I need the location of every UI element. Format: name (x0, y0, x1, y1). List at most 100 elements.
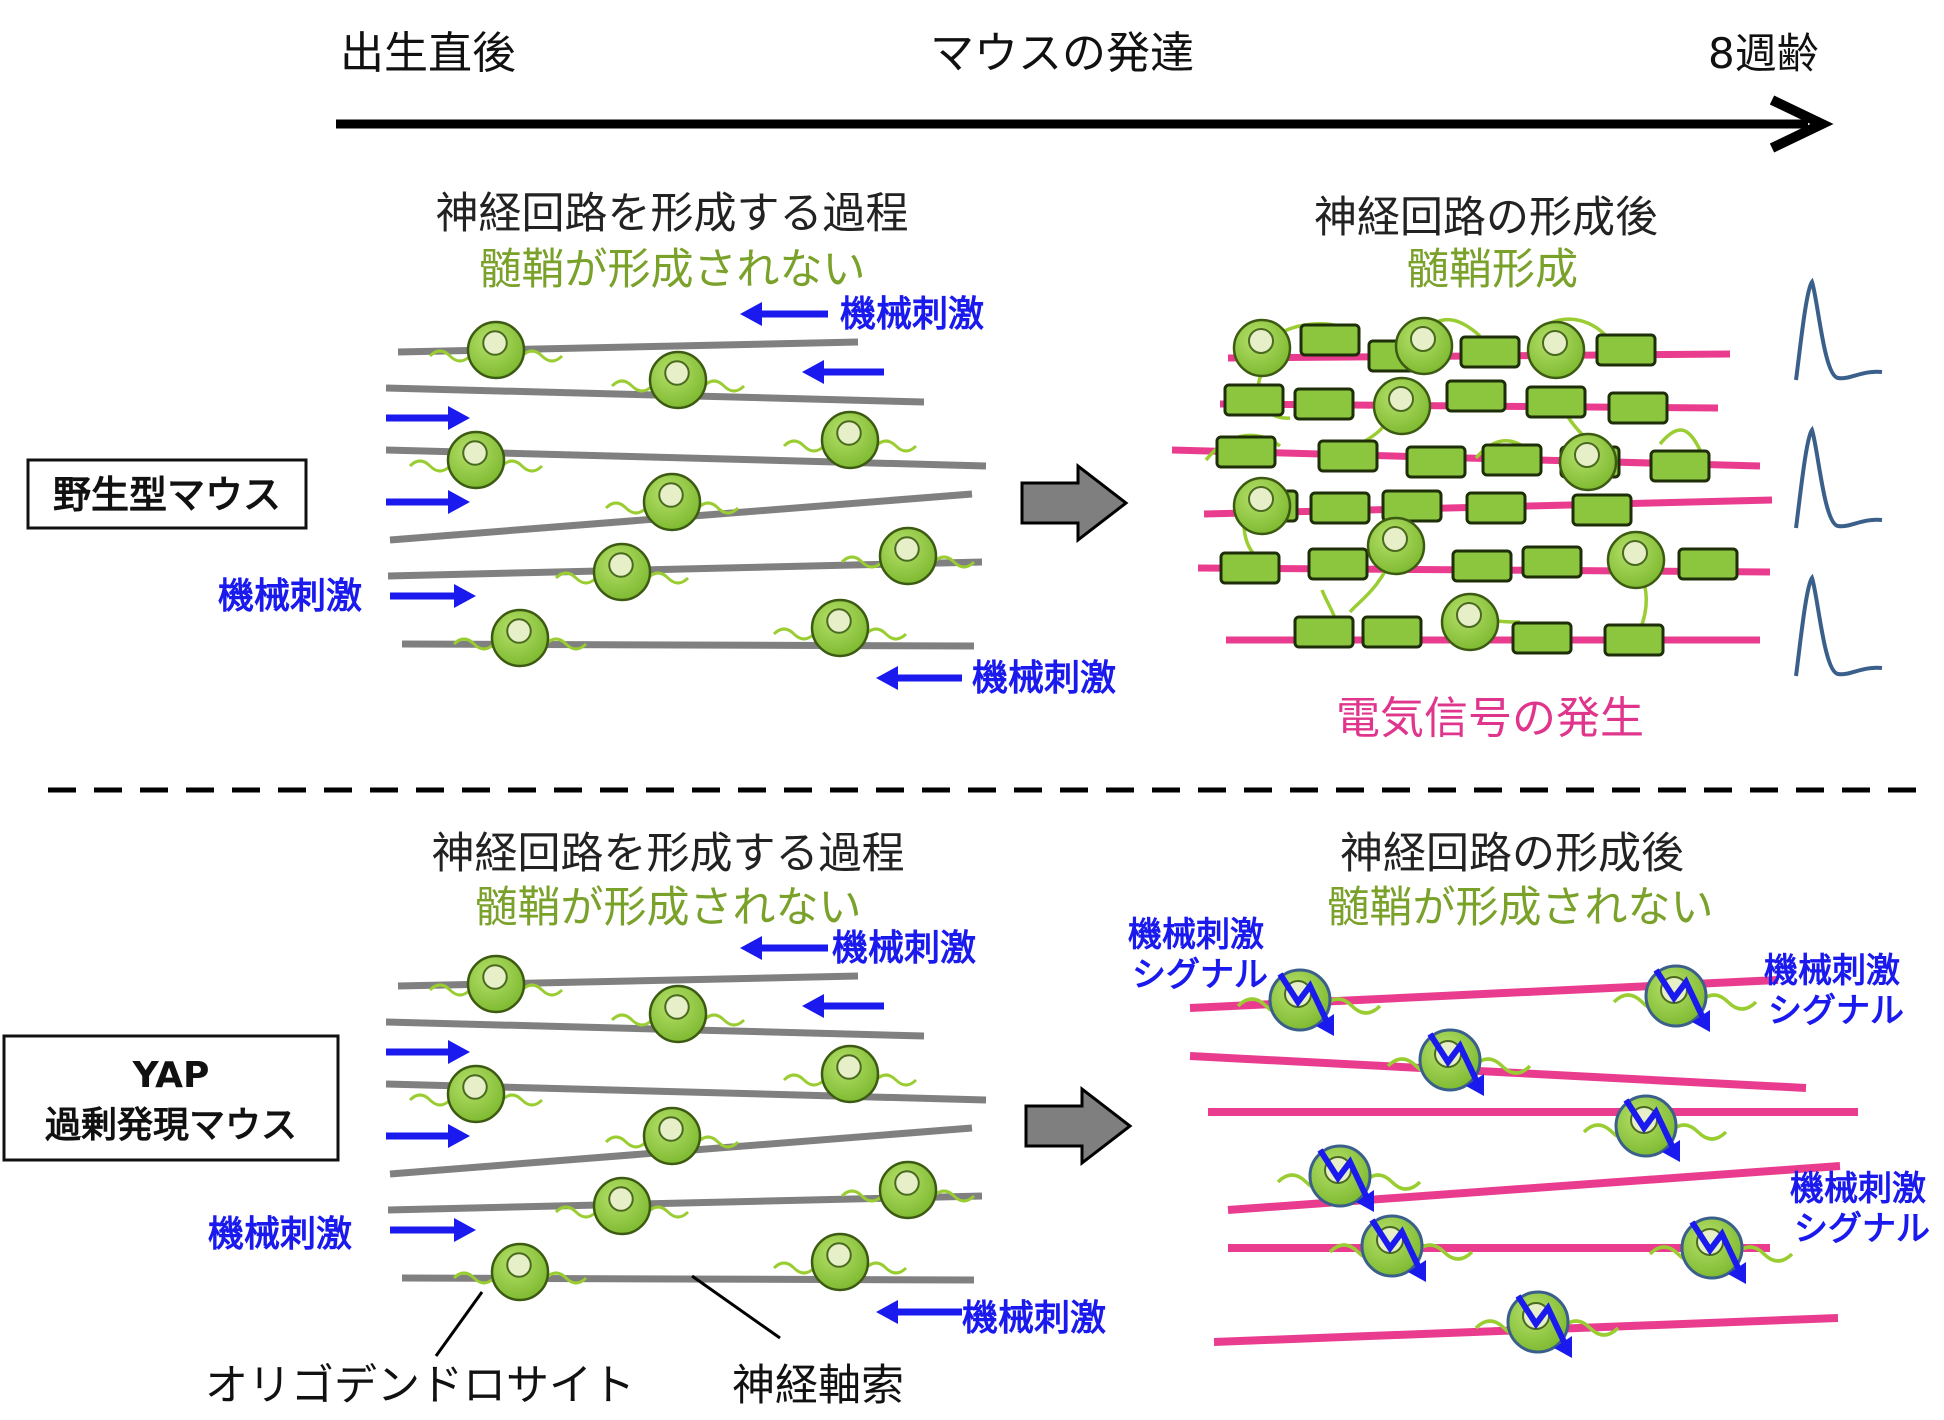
timeline-center-label: マウスの発達 (930, 28, 1194, 79)
stimulus-arrow-head (802, 994, 824, 1018)
myelin-sheath (1571, 493, 1633, 527)
oligodendrocyte-callout-line (434, 1291, 484, 1357)
nerve-axon (1189, 1052, 1807, 1092)
cell-process (1322, 997, 1382, 1015)
mechanical-signal-arrow-head (1408, 1260, 1426, 1282)
yap-transition-arrow (1024, 1085, 1133, 1167)
yap-signal-label-2b: シグナル (1768, 991, 1904, 1031)
wt-stim-label-top: 機械刺激 (840, 294, 984, 335)
cell-nucleus (506, 1252, 532, 1278)
cell-nucleus (506, 618, 532, 644)
cell-nucleus (664, 994, 690, 1020)
cell-nucleus (826, 608, 852, 634)
myelin-sheath (1511, 621, 1573, 655)
myelin-sheath (1293, 615, 1355, 649)
myelin-sheath (1649, 449, 1711, 483)
stimulus-arrow-head (740, 936, 762, 960)
oligodendrocyte-cell (554, 1176, 690, 1236)
cell-nucleus (608, 1186, 634, 1212)
oligodendrocyte-cell (840, 526, 976, 586)
stimulus-arrow-head (448, 1124, 470, 1148)
wt-transition-arrow (1020, 462, 1129, 544)
mechanical-signal-arrow-head (1316, 1014, 1334, 1036)
cell-process (1668, 1123, 1728, 1141)
cell-process (428, 349, 472, 363)
oligodendrocyte-cell (554, 542, 690, 602)
cell-process (646, 571, 690, 585)
yap-left-subtitle: 髄鞘が形成されない (475, 883, 862, 933)
myelin-sheath (1459, 335, 1521, 369)
myelin-sheath (1307, 547, 1369, 581)
cell-nucleus (482, 330, 508, 356)
cell-process (610, 1013, 654, 1027)
cell-process (932, 555, 976, 569)
cell-process (604, 1135, 648, 1149)
myelin-sheath (1677, 547, 1739, 581)
oligodendrocyte-cell (772, 1232, 908, 1292)
wt-left-title: 神経回路を形成する過程 (436, 189, 909, 239)
yap-signal-label-3a: 機械刺激 (1790, 1169, 1926, 1209)
cell-nucleus (1456, 602, 1482, 628)
oligodendrocyte-cell (782, 1044, 918, 1104)
yap-stim-label-left: 機械刺激 (208, 1214, 352, 1255)
myelin-sheath (1299, 323, 1361, 357)
oligodendrocyte-cell (428, 320, 564, 380)
cell-nucleus (836, 420, 862, 446)
myelin-sheath (1525, 385, 1587, 419)
oligodendrocyte-cell (1232, 318, 1292, 378)
cell-nucleus (1542, 330, 1568, 356)
yap-signal-label-2a: 機械刺激 (1764, 951, 1900, 991)
myelin-sheath (1317, 439, 1379, 473)
oligodendrocyte-cell (1232, 476, 1292, 536)
cell-nucleus (658, 1116, 684, 1142)
cell-process (772, 1261, 816, 1275)
cell-process (1560, 1319, 1620, 1337)
yap-stim-label-bottom: 機械刺激 (962, 1298, 1106, 1339)
cell-nucleus (1410, 326, 1436, 352)
oligodendrocyte-cell (1366, 516, 1426, 576)
cell-nucleus (462, 1074, 488, 1100)
cell-process (554, 571, 598, 585)
oligodendrocyte-cell (1394, 316, 1454, 376)
oligodendrocyte-cell (782, 410, 918, 470)
mechanical-signal-arrow (1653, 968, 1707, 1022)
cell-process (696, 1135, 740, 1149)
myelin-sheath (1607, 391, 1669, 425)
action-potential-trace (1794, 425, 1883, 529)
yap-stim-label-top: 機械刺激 (832, 928, 976, 969)
myelin-sheath (1219, 551, 1281, 585)
cell-nucleus (658, 482, 684, 508)
yap-box-label-line2: 過剰発現マウス (45, 1105, 297, 1146)
cell-nucleus (894, 536, 920, 562)
myelin-sheath (1223, 383, 1285, 417)
stimulus-arrow-head (448, 406, 470, 430)
cell-process (702, 379, 746, 393)
oligodendrocyte-cell (610, 350, 746, 410)
yap-signal-label-1b: シグナル (1132, 955, 1268, 995)
oligodendrocyte-cell (1606, 530, 1666, 590)
cell-process (520, 983, 564, 997)
stimulus-arrow-head (876, 666, 898, 690)
oligodendrocyte-cell (408, 430, 544, 490)
yap-section: YAP 過剰発現マウス 神経回路を形成する過程 髄鞘が形成されない 機械刺激 機… (2, 829, 1930, 1411)
cell-process (428, 983, 472, 997)
oligodendrocyte-cell (610, 984, 746, 1044)
oligodendrocyte-cell (772, 598, 908, 658)
myelin-sheath (1405, 445, 1467, 479)
myelin-sheath (1445, 379, 1507, 413)
cell-process (864, 627, 908, 641)
electric-signal-label: 電気信号の発生 (1336, 693, 1644, 744)
oligodendrocyte-label: オリゴデンドロサイト (205, 1361, 635, 1411)
yap-signal-label-1a: 機械刺激 (1128, 915, 1264, 955)
axon-label: 神経軸索 (732, 1361, 904, 1411)
cell-nucleus (836, 1054, 862, 1080)
myelin-sheath (1309, 491, 1371, 525)
wt-right-title: 神経回路の形成後 (1314, 193, 1658, 243)
cell-nucleus (664, 360, 690, 386)
cell-nucleus (608, 552, 634, 578)
myelin-sheath (1293, 387, 1355, 421)
cell-process (874, 1073, 918, 1087)
mechanical-signal-arrow (1277, 972, 1331, 1026)
action-potential-trace (1794, 573, 1883, 677)
myelin-sheath (1521, 545, 1583, 579)
